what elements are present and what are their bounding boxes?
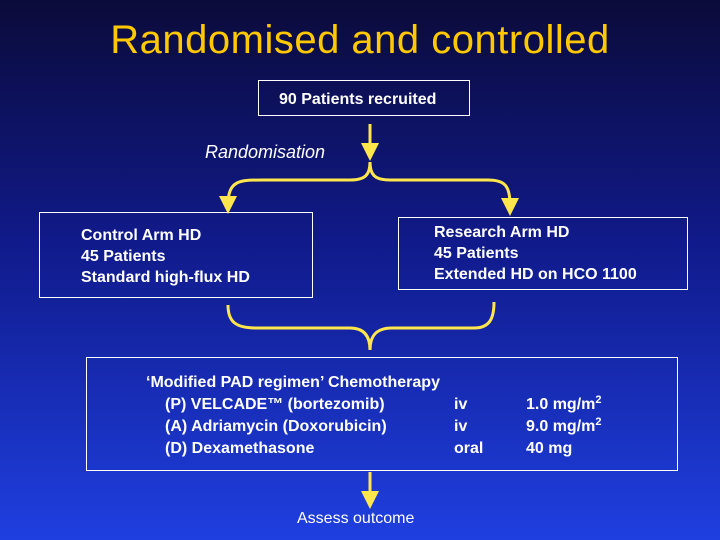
research-arm-line: 45 Patients: [434, 245, 519, 262]
drug-name: (D) Dexamethasone: [165, 440, 315, 457]
recruited-label: 90 Patients recruited: [279, 91, 437, 108]
slide-title: Randomised and controlled: [110, 18, 610, 62]
control-arm-line: Standard high-flux HD: [81, 269, 250, 286]
drug-name: (A) Adriamycin (Doxorubicin): [165, 418, 387, 435]
merge-brace: [226, 301, 496, 351]
assess-outcome-label: Assess outcome: [297, 510, 415, 527]
control-arm-line: 45 Patients: [81, 248, 166, 265]
control-arm-text: Control Arm HD 45 Patients Standard high…: [81, 225, 250, 288]
drug-dose: 40 mg: [526, 440, 573, 457]
drug-route: iv: [454, 418, 468, 435]
drug-route: oral: [454, 440, 484, 457]
drug-route: iv: [454, 396, 468, 413]
control-arm-box: [39, 212, 313, 298]
drug-name: (P) VELCADE™ (bortezomib): [165, 396, 385, 413]
recruited-box: [258, 80, 470, 116]
control-arm-line: Control Arm HD: [81, 227, 202, 244]
drug-dose: 1.0 mg/m2: [526, 394, 602, 414]
randomisation-label: Randomisation: [205, 142, 326, 162]
chemotherapy-heading: ‘Modified PAD regimen’ Chemotherapy: [146, 374, 440, 391]
drug-dose: 9.0 mg/m2: [526, 416, 602, 436]
chemotherapy-box: [86, 357, 678, 471]
split-brace: [226, 161, 512, 206]
research-arm-text: Research Arm HD 45 Patients Extended HD …: [434, 222, 637, 285]
research-arm-box: [398, 217, 688, 290]
research-arm-line: Extended HD on HCO 1100: [434, 266, 637, 283]
research-arm-line: Research Arm HD: [434, 224, 570, 241]
